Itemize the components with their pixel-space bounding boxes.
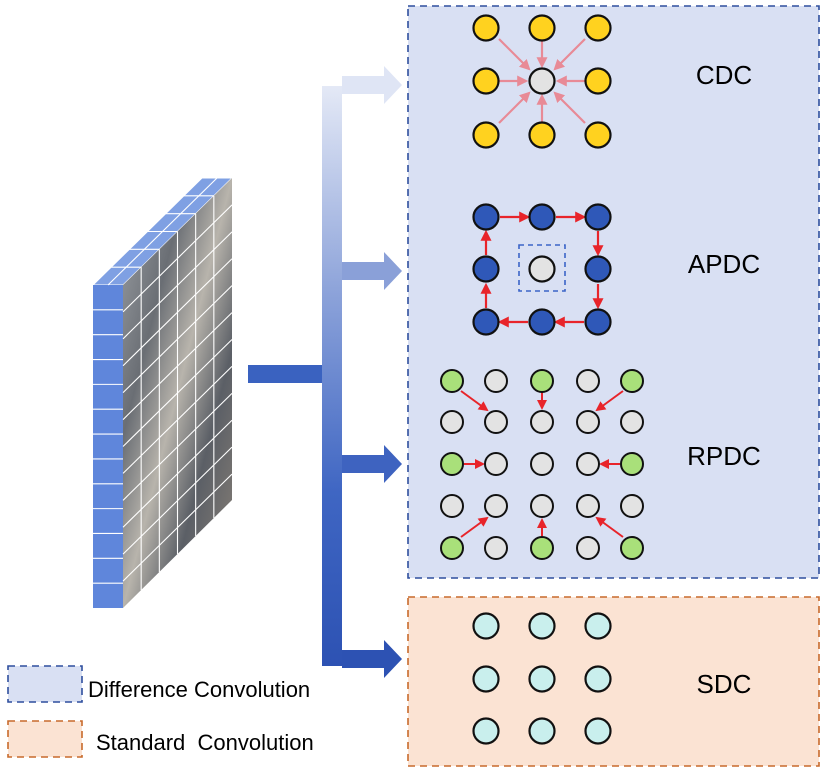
difference-convolution-panel xyxy=(407,5,820,579)
branch-arrows xyxy=(248,66,402,678)
standard-convolution-panel xyxy=(407,596,820,767)
feature-map-grid xyxy=(93,177,233,590)
sdc-label: SDC xyxy=(697,669,752,699)
feature-map-block xyxy=(91,177,234,608)
arrow-to-sdc xyxy=(342,640,402,678)
feature-map-side-face xyxy=(93,285,123,608)
cdc-pattern xyxy=(472,14,612,149)
apdc-center-box xyxy=(518,244,566,292)
apdc-pattern xyxy=(472,203,612,336)
cdc-center-node xyxy=(528,67,556,95)
arrow-to-rpdc xyxy=(342,445,402,483)
arrow-trunk xyxy=(322,86,342,666)
apdc-center-node xyxy=(528,255,556,283)
legend-standard-swatch xyxy=(7,720,83,758)
rpdc-label: RPDC xyxy=(687,441,761,471)
arrow-to-apdc xyxy=(342,252,402,290)
arrow-to-cdc xyxy=(342,66,402,104)
legend-difference-label: Difference Convolution xyxy=(88,677,310,702)
apdc-label: APDC xyxy=(688,249,760,279)
legend: Difference Convolution Standard Convolut… xyxy=(7,665,314,758)
rpdc-pattern xyxy=(440,369,644,560)
cdc-label: CDC xyxy=(696,60,752,90)
input-arrow-stem xyxy=(248,365,326,383)
sdc-pattern xyxy=(472,612,612,745)
legend-difference-swatch xyxy=(7,665,83,703)
legend-standard-label: Standard Convolution xyxy=(96,730,314,755)
